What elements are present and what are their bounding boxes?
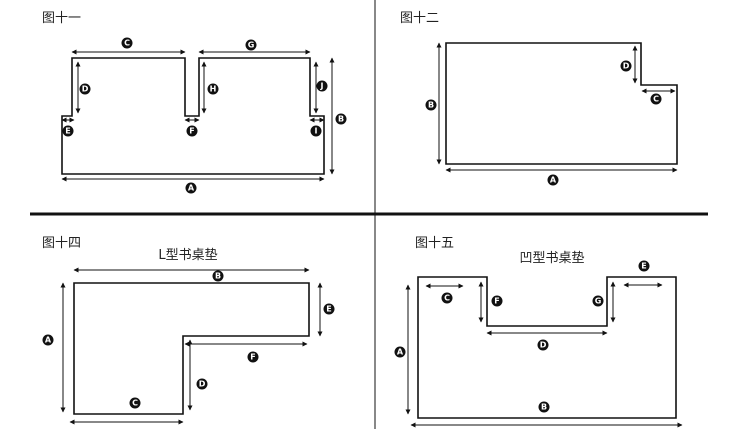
svg-text:F: F [189,127,194,136]
svg-text:H: H [210,85,217,94]
outline-shape-14 [73,282,310,415]
svg-text:A: A [45,336,52,345]
subtitle-figure-14: L型书桌垫 [158,247,217,263]
badge-A-14: A [42,334,54,346]
badge-B-11: B [335,113,347,125]
svg-text:J: J [320,82,324,91]
svg-text:C: C [653,95,659,104]
svg-text:D: D [623,62,630,71]
svg-text:D: D [82,85,89,94]
subtitle-figure-15: 凹型书桌垫 [519,250,584,266]
badge-F-14: F [247,351,259,363]
svg-text:B: B [215,272,221,281]
badge-A-15: A [394,346,406,358]
svg-text:D: D [199,380,206,389]
svg-text:B: B [338,115,344,124]
panel-figure-15: 图十五 凹型书桌垫 A B C D E F G [394,236,683,428]
badge-A-11: A [185,182,197,194]
badge-C-14: C [129,397,141,409]
badge-E-14: E [323,303,335,315]
panel-figure-14: 图十四 L型书桌垫 A B C D E F [42,236,335,425]
svg-text:B: B [428,101,434,110]
svg-text:A: A [550,176,557,185]
caption-figure-15: 图十五 [415,236,454,251]
badge-C-12: C [650,93,662,105]
svg-text:I: I [315,127,318,136]
badge-D-11: D [79,83,91,95]
badge-F-15: F [491,295,503,307]
badge-C-11: C [121,37,133,49]
badge-B-15: B [538,401,550,413]
svg-text:E: E [641,262,646,271]
badge-J-11: J [316,80,328,92]
badge-B-12: B [425,99,437,111]
badge-I-11: I [310,125,322,137]
svg-text:E: E [326,305,331,314]
svg-text:E: E [65,127,70,136]
badge-H-11: H [207,83,219,95]
svg-text:C: C [444,294,450,303]
badge-D-15: D [537,339,549,351]
svg-text:C: C [124,39,130,48]
outline-shape-12 [445,42,678,165]
svg-text:A: A [397,348,404,357]
caption-figure-11: 图十一 [42,11,81,26]
badge-E-15: E [638,260,650,272]
svg-text:G: G [595,297,602,306]
badge-D-12: D [620,60,632,72]
badge-G-11: G [245,39,257,51]
svg-text:B: B [541,403,547,412]
outline-shape-11 [61,57,325,175]
caption-figure-12: 图十二 [400,11,439,26]
badge-D-14: D [196,378,208,390]
svg-text:F: F [250,353,255,362]
svg-text:F: F [494,297,499,306]
badge-F-11: F [186,125,198,137]
svg-text:C: C [132,399,138,408]
svg-text:D: D [540,341,547,350]
panel-figure-11: 图十一 A B C D E F G H I J [42,11,347,194]
badge-B-14: B [212,270,224,282]
badge-G-15: G [592,295,604,307]
outline-shape-15 [417,276,677,419]
panel-figure-12: 图十二 A B C D [400,11,678,186]
svg-text:G: G [248,41,255,50]
badge-C-15: C [441,292,453,304]
svg-text:A: A [188,184,195,193]
caption-figure-14: 图十四 [42,236,81,251]
badge-E-11: E [62,125,74,137]
badge-A-12: A [547,174,559,186]
